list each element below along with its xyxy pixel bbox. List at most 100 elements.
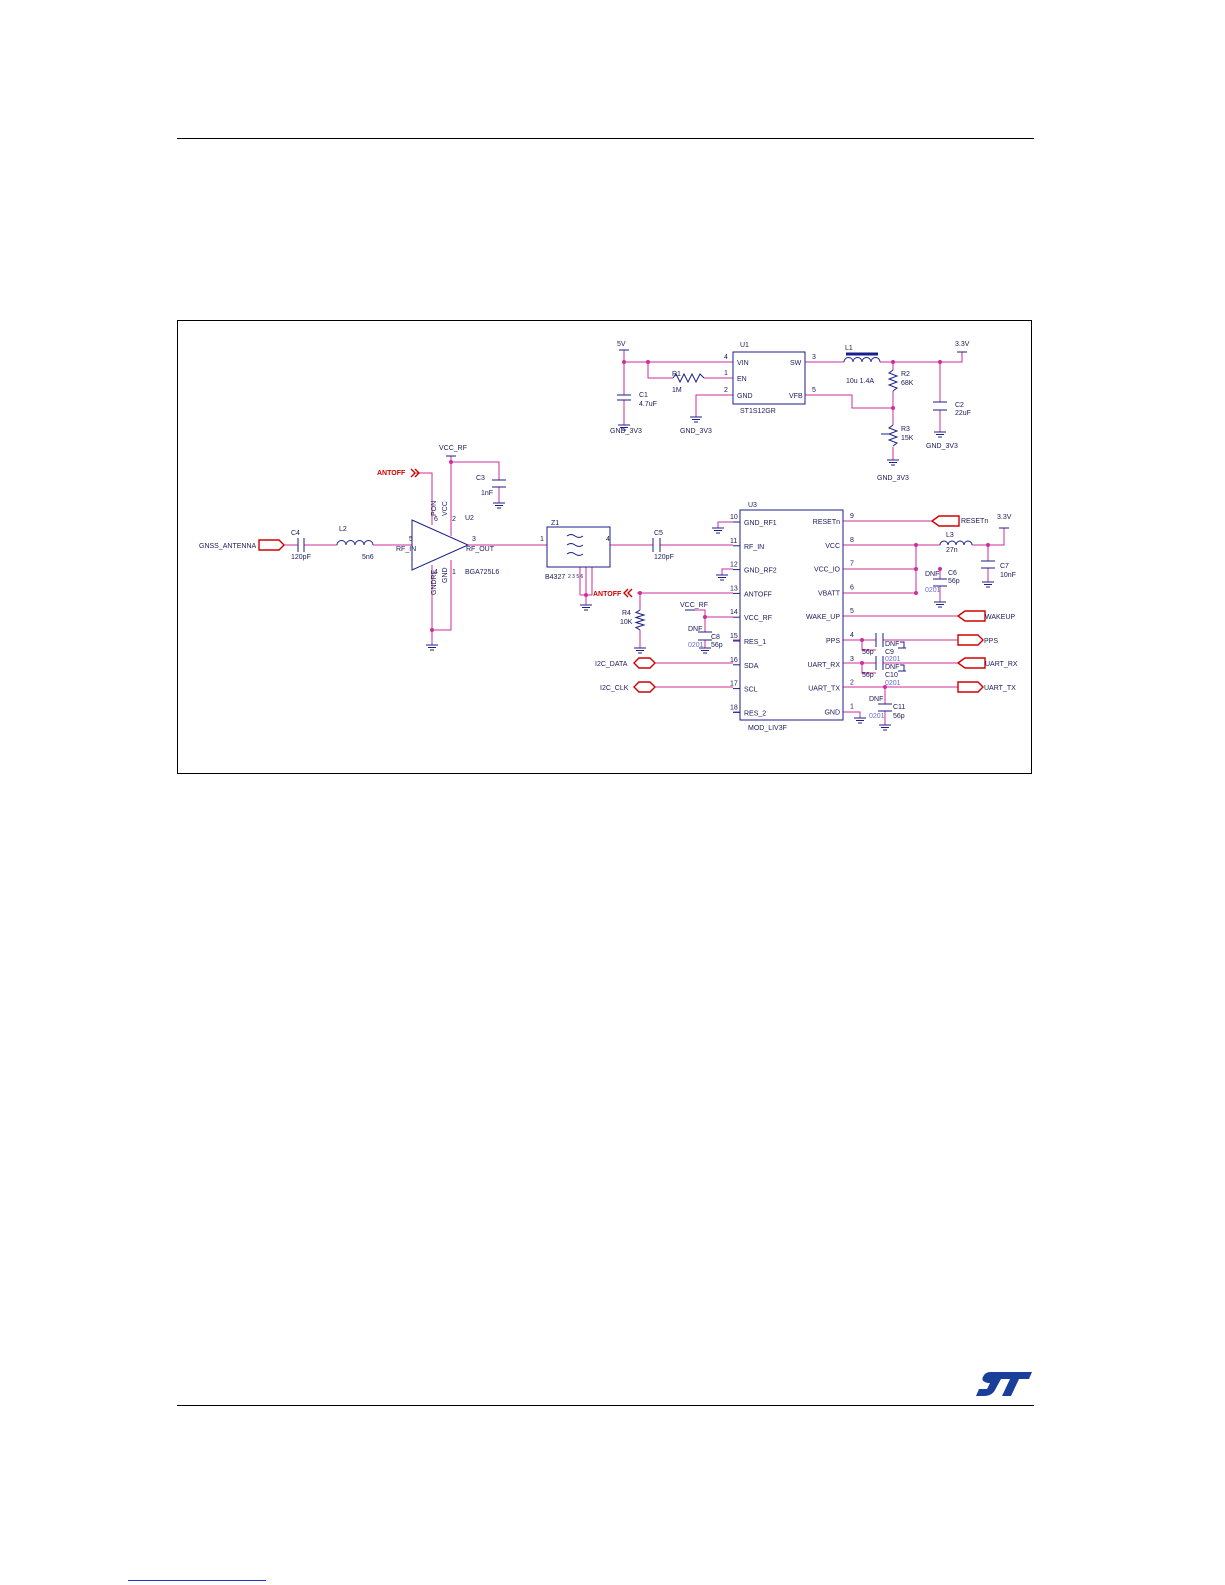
c8-pkg: 0201: [688, 642, 704, 649]
junction-dots: [430, 360, 990, 689]
components: [297, 349, 1009, 721]
net-labels: 5V 3.3V VCC_RF VCC_RF ANTOFF ANTOFF GND_…: [199, 341, 1018, 692]
net-antoff-mid: ANTOFF: [593, 591, 622, 598]
u3-pin-num-16: 16: [730, 657, 738, 664]
u3-pin-num-13: 13: [730, 585, 738, 592]
u3-pin-gnd-rf2: GND_RF2: [744, 568, 777, 575]
u3-pin-uart-tx: UART_TX: [808, 686, 840, 693]
net-i2c-clk: I2C_CLK: [600, 685, 629, 692]
c10-val: 56p: [862, 672, 874, 679]
c1-ref: C1: [639, 392, 648, 399]
u1-labels: U1 ST1S12GR VIN EN GND SW VFB 4 1 2 3 5: [724, 342, 816, 415]
resetn-port: [930, 515, 960, 527]
r4-val: 10K: [620, 619, 633, 626]
u3-pin-vcc-rf: VCC_RF: [744, 615, 772, 622]
u2-num-rf-in: 5: [409, 536, 413, 543]
u3-pin-num-7: 7: [850, 561, 854, 568]
u1-num-sw: 3: [812, 354, 816, 361]
r3-val: 15K: [901, 435, 914, 442]
l3-ref: L3: [946, 532, 954, 539]
net-gnd3v3-b: GND_3V3: [680, 428, 712, 435]
net-gnd3v3-a: GND_3V3: [610, 428, 642, 435]
uart-tx-port: [957, 681, 984, 693]
r1-ref: R1: [672, 371, 681, 378]
u3-pin-num-3: 3: [850, 656, 854, 663]
c6-pkg: 0201: [925, 587, 941, 594]
u2-labels: U2 BGA725L6 RF_IN RF_OUT 5 3 PON VCC GND…: [396, 501, 499, 595]
c6-val: 56p: [948, 578, 960, 585]
uart-rx-port: [956, 657, 986, 669]
net-vcc-rf-2: VCC_RF: [680, 602, 708, 609]
u2-pin-gnd: GND: [442, 567, 449, 583]
footer-rule: [177, 1405, 1034, 1406]
net-wakeup: WAKEUP: [985, 614, 1015, 621]
r2-ref: R2: [901, 371, 910, 378]
pps-port: [957, 634, 984, 646]
ground-symbols: [425, 416, 995, 731]
figure-frame: [177, 320, 1032, 774]
u3-pin-res-2: RES_2: [744, 710, 766, 717]
net-uart-tx: UART_TX: [984, 685, 1016, 692]
u1-pin-sw: SW: [790, 360, 802, 367]
c9-ref: C9: [885, 649, 894, 656]
u3-pin-num-10: 10: [730, 514, 738, 521]
c11-ref: C11: [893, 704, 905, 711]
u1-pin-en: EN: [737, 376, 747, 383]
c9-pkg: 0201: [885, 656, 901, 663]
net-5v: 5V: [617, 341, 626, 348]
wires: [284, 350, 1005, 725]
l3-val: 27n: [946, 547, 958, 554]
c9-val: 56p: [862, 649, 874, 656]
l2-ref: L2: [339, 526, 347, 533]
c11-val: 56p: [893, 713, 905, 720]
u1-pin-vfb: VFB: [789, 393, 803, 400]
net-antoff-top: ANTOFF: [377, 470, 406, 477]
l2-val: 5n6: [362, 554, 374, 561]
u1-num-vfb: 5: [812, 387, 816, 394]
u3-pin-pps: PPS: [826, 638, 840, 645]
u1-pin-vin: VIN: [737, 360, 749, 367]
c4-val: 120pF: [291, 554, 311, 561]
l1-val: 10u 1.4A: [846, 378, 874, 385]
net-3v3-right: 3.3V: [997, 514, 1012, 521]
header-rule: [177, 138, 1034, 139]
u3-pin-num-5: 5: [850, 608, 854, 615]
i2c-data-port: [633, 657, 656, 669]
net-i2c-data: I2C_DATA: [595, 661, 628, 668]
u2-pin-rf-out: RF_OUT: [466, 546, 495, 553]
r3-ref: R3: [901, 426, 910, 433]
u3-pin-num-8: 8: [850, 537, 854, 544]
u2-part: BGA725L6: [465, 569, 499, 576]
c10-dnf: DNF: [885, 664, 899, 671]
z1-num-in: 1: [540, 536, 544, 543]
net-vcc-rf: VCC_RF: [439, 445, 467, 452]
net-pps: PPS: [984, 638, 998, 645]
c3-ref: C3: [476, 475, 485, 482]
u2-ref: U2: [465, 515, 474, 522]
l1-ref: L1: [845, 345, 853, 352]
u3-pin-rf-in: RF_IN: [744, 544, 764, 551]
net-uart-rx: UART_RX: [985, 661, 1018, 668]
u3-pin-vcc-io: VCC_IO: [814, 567, 841, 574]
u3-pin-vcc: VCC: [825, 543, 840, 550]
c4-ref: C4: [291, 530, 300, 537]
u3-pin-num-17: 17: [730, 681, 738, 688]
u3-pin-vbatt: VBATT: [818, 590, 841, 597]
c10-ref: C10: [885, 672, 898, 679]
wakeup-port: [956, 610, 986, 622]
u1-num-gnd: 2: [724, 387, 728, 394]
c7-val: 10nF: [1000, 572, 1016, 579]
u2-pin-vcc: VCC: [442, 501, 449, 516]
u2-num-gnd: 1: [452, 569, 456, 576]
net-3v3-top: 3.3V: [955, 341, 970, 348]
c5-ref: C5: [654, 530, 663, 537]
u3-pin-num-15: 15: [730, 633, 738, 640]
c8-ref: C8: [711, 634, 720, 641]
u2-num-gndrf: 4: [434, 569, 438, 576]
footer-link-underline[interactable]: [128, 1580, 266, 1581]
net-gnd3v3-c: GND_3V3: [877, 475, 909, 482]
c11-dnf: DNF: [869, 696, 883, 703]
u3-pin-num-9: 9: [850, 513, 854, 520]
u1-num-en: 1: [724, 370, 728, 377]
